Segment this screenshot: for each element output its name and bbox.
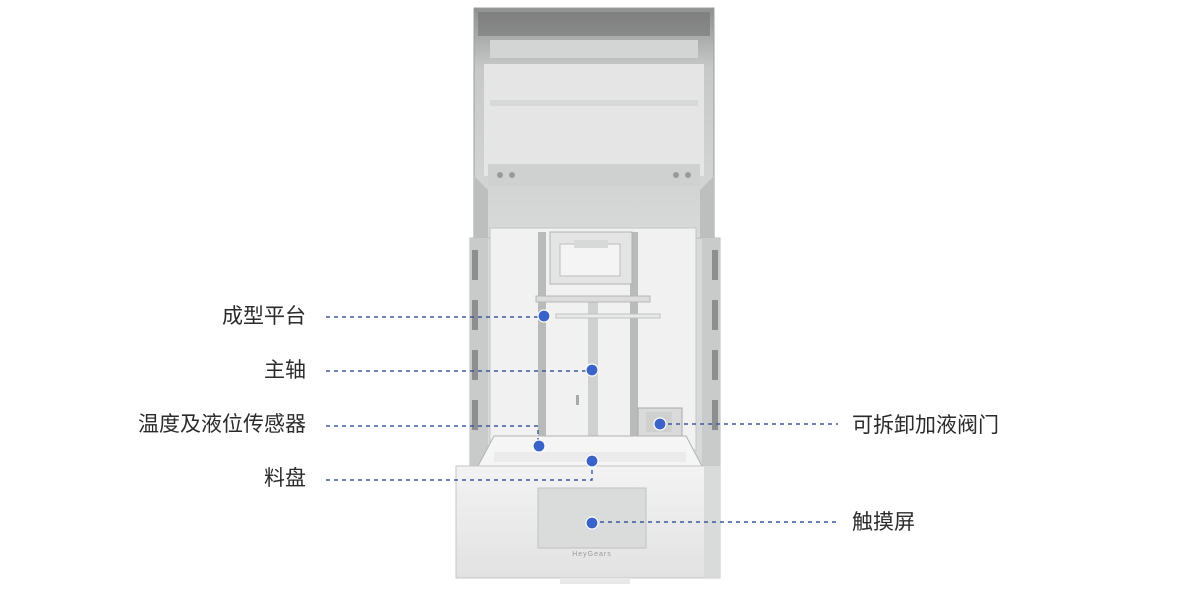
leader-line-resin-tray (326, 462, 593, 481)
callout-layer (326, 309, 838, 530)
label-detachable-valve: 可拆卸加液阀门 (852, 413, 999, 437)
dot-resin-tray (585, 454, 599, 468)
label-resin-tray: 料盘 (264, 466, 306, 490)
label-main-shaft: 主轴 (264, 358, 306, 382)
label-build-platform: 成型平台 (222, 304, 306, 328)
label-touch-screen: 触摸屏 (852, 510, 915, 534)
dot-build-platform (537, 309, 551, 323)
brand-mark: HeyGears (572, 551, 612, 558)
printer-lid (473, 7, 715, 251)
leader-line-temp-level-sensor (326, 425, 539, 446)
dot-touch-screen (585, 516, 599, 530)
dot-detachable-valve (653, 417, 667, 431)
label-temp-level-sensor: 温度及液位传感器 (138, 412, 306, 436)
dot-temp-level-sensor (532, 439, 546, 453)
printer-body (469, 227, 721, 471)
dot-main-shaft (585, 363, 599, 377)
